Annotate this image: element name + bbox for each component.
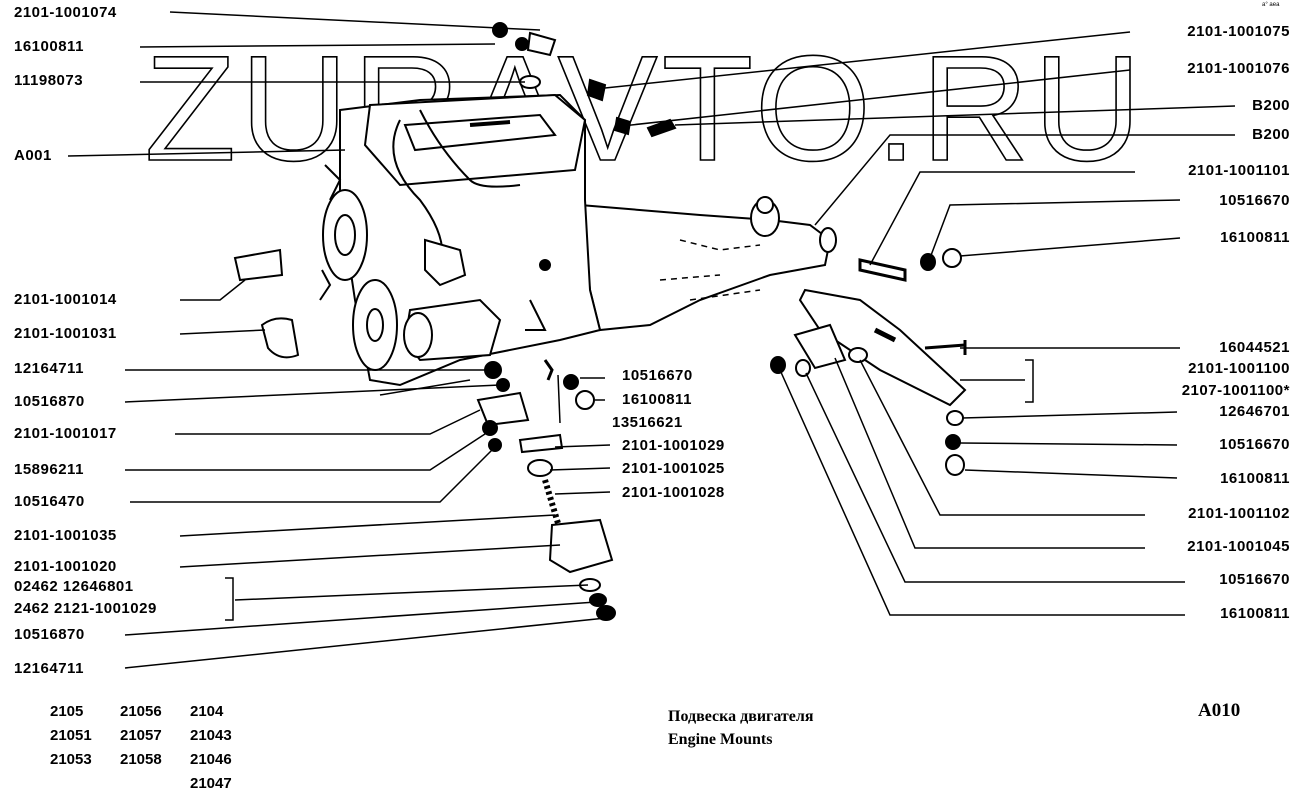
engine-block-drawing: [319, 93, 837, 396]
part-label: B200: [1252, 97, 1290, 114]
caption-en: Engine Mounts: [668, 731, 773, 748]
part-label: 02462 12646801: [14, 578, 134, 595]
part-label: 10516470: [14, 493, 85, 510]
part-label: 2101-1001076: [1187, 60, 1290, 77]
part-label: 12164711: [14, 660, 84, 677]
model-number: 2105: [50, 703, 84, 720]
model-number: 21051: [50, 727, 92, 744]
part-label: 16100811: [1220, 470, 1290, 487]
part-label: 2101-1001035: [14, 527, 117, 544]
part-label: 2101-1001029: [622, 437, 725, 454]
part-label: 15896211: [14, 461, 84, 478]
leader-lines: [67, 11, 1236, 669]
part-label: 10516870: [14, 393, 85, 410]
part-label: B200: [1252, 126, 1290, 143]
part-label: 2101-1001045: [1187, 538, 1290, 555]
model-number: 2104: [190, 703, 224, 720]
part-label: 12164711: [14, 360, 84, 377]
part-label: A001: [14, 147, 52, 164]
part-label: 2101-1001028: [622, 484, 725, 501]
part-label: 2101-1001031: [14, 325, 117, 342]
part-label: 10516670: [1219, 192, 1290, 209]
watermark-text: ZURAVTO.RU: [144, 24, 1145, 192]
washer-part: [515, 37, 529, 51]
part-label: 10516670: [622, 367, 693, 384]
caption-ru: Подвеска двигателя: [668, 708, 814, 725]
part-label: 16044521: [1219, 339, 1290, 356]
part-label: 2101-1001014: [14, 291, 117, 308]
part-label: 10516670: [1219, 436, 1290, 453]
exploded-parts: [233, 22, 967, 621]
part-label: 2101-1001017: [14, 425, 117, 442]
model-number: 21047: [190, 775, 232, 792]
part-label: 16100811: [14, 38, 84, 55]
model-number: 21053: [50, 751, 92, 768]
nut-part: [492, 22, 508, 38]
part-label: 2107-1001100*: [1181, 382, 1290, 399]
part-label: 2101-1001100: [1188, 360, 1290, 377]
corner-mark: a° aea: [1262, 2, 1280, 8]
part-label: 10516670: [1219, 571, 1290, 588]
model-number: 21056: [120, 703, 162, 720]
part-label: 2101-1001075: [1187, 23, 1290, 40]
model-number: 21043: [190, 727, 232, 744]
part-label: 2462 2121-1001029: [14, 600, 157, 617]
diagram-caption: Подвеска двигателя Engine Mounts: [668, 705, 814, 751]
part-label: 2101-1001101: [1188, 162, 1290, 179]
model-number: 21058: [120, 751, 162, 768]
part-label: 2101-1001074: [14, 4, 117, 21]
cross-member-part: [798, 288, 967, 407]
model-number: 21046: [190, 751, 232, 768]
part-label: 2101-1001102: [1188, 505, 1290, 522]
part-label: 16100811: [1220, 605, 1290, 622]
mount-bracket-part: [233, 248, 284, 282]
part-label: 2101-1001025: [622, 460, 725, 477]
part-label: 16100811: [1220, 229, 1290, 246]
model-number: 21057: [120, 727, 162, 744]
part-label: 12646701: [1219, 403, 1290, 420]
diagram-code: A010: [1198, 700, 1241, 721]
bracket-part: [526, 31, 557, 57]
part-label: 11198073: [14, 72, 84, 89]
part-label: 10516870: [14, 626, 85, 643]
part-label: 16100811: [622, 391, 692, 408]
part-label: 2101-1001020: [14, 558, 117, 575]
part-label: 13516621: [612, 414, 683, 431]
